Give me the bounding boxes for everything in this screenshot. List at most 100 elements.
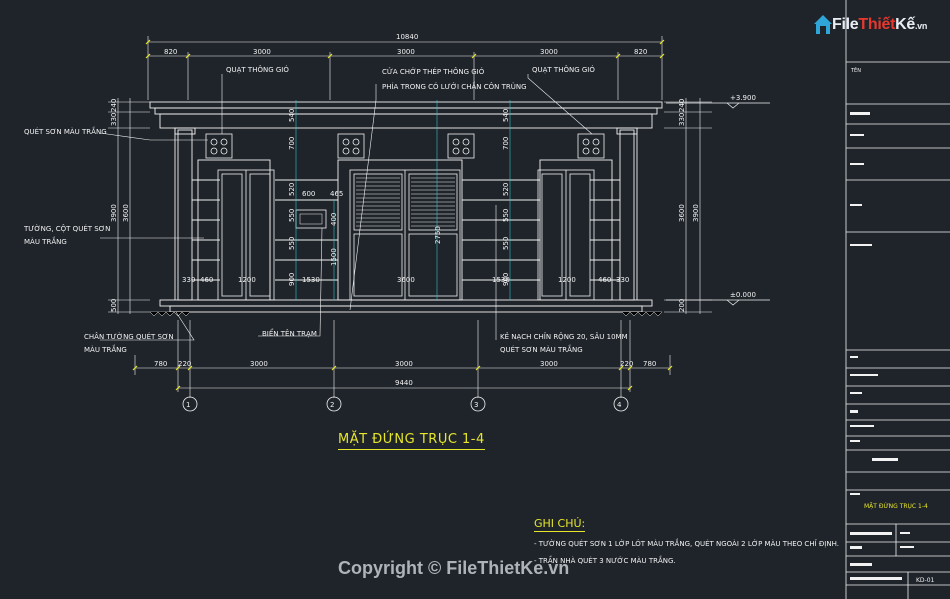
label-louver-door-2: PHÍA TRONG CÓ LƯỚI CHẮN CÔN TRÙNG [382, 83, 527, 91]
svg-text:600: 600 [302, 190, 315, 198]
svg-text:460: 460 [200, 276, 213, 284]
svg-text:780: 780 [643, 360, 656, 368]
svg-text:3600: 3600 [122, 204, 130, 222]
level-top: +3.900 [730, 94, 756, 102]
doors [217, 169, 595, 301]
svg-text:3600: 3600 [678, 204, 686, 222]
label-groove-2: QUÉT SƠN MÀU TRẮNG [500, 346, 583, 354]
axis-label-1: 1 [186, 401, 190, 409]
leader-lines [99, 74, 593, 341]
ground-hatch [149, 311, 663, 317]
title-block [845, 0, 950, 599]
axis-label-4: 4 [617, 401, 622, 409]
svg-text:550: 550 [288, 209, 296, 222]
top-dimensions [147, 36, 663, 100]
axis-markers [182, 396, 629, 412]
bottom-dim-ticks [132, 365, 673, 391]
svg-text:1530: 1530 [492, 276, 510, 284]
svg-text:220: 220 [178, 360, 191, 368]
svg-text:3000: 3000 [395, 360, 413, 368]
title-block-text [850, 112, 914, 580]
logo-text-file: File [832, 16, 859, 33]
station-name-plate [295, 209, 327, 229]
logo-text-thiet: Thiết [858, 16, 896, 33]
label-wall-col-2: MÀU TRẮNG [24, 238, 67, 246]
svg-text:540: 540 [288, 109, 296, 122]
door-louvers [356, 177, 455, 227]
title-block-sheet-number: KD-01 [916, 577, 935, 584]
svg-text:540: 540 [502, 109, 510, 122]
svg-text:3000: 3000 [397, 48, 415, 56]
svg-text:330: 330 [110, 113, 118, 126]
label-white-paint: QUÉT SƠN MÀU TRẮNG [24, 128, 107, 136]
level-markers [666, 102, 770, 306]
svg-text:2750: 2750 [434, 226, 442, 244]
logo-text-ke: Kế [895, 16, 915, 33]
svg-text:3000: 3000 [540, 360, 558, 368]
label-station-sign: BIỂN TÊN TRẠM [262, 330, 317, 338]
svg-text:780: 780 [154, 360, 167, 368]
notes-heading: GHI CHÚ: [534, 517, 586, 532]
svg-text:330: 330 [678, 113, 686, 126]
svg-text:465: 465 [330, 190, 343, 198]
vent-fan-2 [337, 133, 365, 159]
vent-fan-4 [577, 133, 605, 159]
svg-text:3000: 3000 [253, 48, 271, 56]
svg-text:3000: 3000 [540, 48, 558, 56]
label-groove-1: KẺ NẠCH CHỈN RỘNG 20, SÂU 10MM [500, 333, 628, 341]
svg-text:3000: 3000 [250, 360, 268, 368]
svg-text:550: 550 [288, 237, 296, 250]
svg-text:820: 820 [164, 48, 177, 56]
svg-text:1530: 1530 [302, 276, 320, 284]
vertical-dim-text: 240 330 3900 3600 500 240 330 3600 3900 … [110, 99, 700, 312]
top-dim-ticks [145, 39, 665, 59]
inner-dims [295, 100, 511, 300]
svg-text:820: 820 [634, 48, 647, 56]
label-wall-col-1: TƯỜNG, CỘT QUÉT SƠN [24, 225, 111, 233]
svg-text:520: 520 [502, 183, 510, 196]
svg-text:700: 700 [502, 137, 510, 150]
logo-text-domain: .vn [914, 21, 928, 31]
logo-house-icon [814, 15, 832, 34]
title-block-name-label: TÊN [851, 68, 861, 74]
svg-text:1200: 1200 [558, 276, 576, 284]
dim-top-total: 10840 [396, 33, 418, 41]
svg-text:550: 550 [502, 209, 510, 222]
svg-text:220: 220 [620, 360, 633, 368]
axis-bubble-1 [182, 396, 198, 412]
vent-fan-3 [447, 133, 475, 159]
drawing-title: MẶT ĐỨNG TRỤC 1-4 [338, 432, 485, 450]
label-plinth-1: CHÂN TƯỜNG QUÉT SƠN [84, 333, 174, 341]
svg-text:9440: 9440 [395, 379, 413, 387]
svg-text:240: 240 [678, 99, 686, 112]
svg-text:500: 500 [110, 299, 118, 312]
label-louver-door-1: CỬA CHỚP THÉP THÔNG GIÓ [382, 68, 485, 76]
svg-text:460: 460 [598, 276, 611, 284]
vent-fan-1 [205, 133, 233, 159]
axis-label-2: 2 [330, 401, 334, 409]
svg-text:700: 700 [288, 137, 296, 150]
level-zero: ±0.000 [730, 291, 756, 299]
svg-text:900: 900 [502, 273, 510, 286]
bottom-dimensions [134, 320, 671, 398]
title-block-sheet-title: MẶT ĐỨNG TRỤC 1-4 [864, 503, 928, 510]
svg-text:3600: 3600 [397, 276, 415, 284]
label-vent-left: QUẠT THÔNG GIÓ [226, 66, 289, 74]
svg-text:330: 330 [616, 276, 629, 284]
note-line-1: - TƯỜNG QUÉT SƠN 1 LỚP LÓT MÀU TRẮNG, QU… [534, 540, 839, 548]
svg-text:240: 240 [110, 99, 118, 112]
dimension-text: 10840 820 3000 3000 3000 820 780 220 300… [154, 33, 756, 409]
note-line-2: - TRẦN NHÀ QUÉT 3 NƯỚC MÀU TRẮNG. [534, 557, 676, 565]
svg-text:900: 900 [288, 273, 296, 286]
svg-text:1200: 1200 [238, 276, 256, 284]
svg-text:3900: 3900 [692, 204, 700, 222]
svg-text:520: 520 [288, 183, 296, 196]
svg-text:3900: 3900 [110, 204, 118, 222]
copyright-watermark: Copyright © FileThietKe.vn [338, 558, 570, 578]
axis-label-3: 3 [474, 401, 478, 409]
right-vertical-dims [664, 98, 712, 314]
svg-text:550: 550 [502, 237, 510, 250]
left-vertical-dims [108, 98, 150, 314]
